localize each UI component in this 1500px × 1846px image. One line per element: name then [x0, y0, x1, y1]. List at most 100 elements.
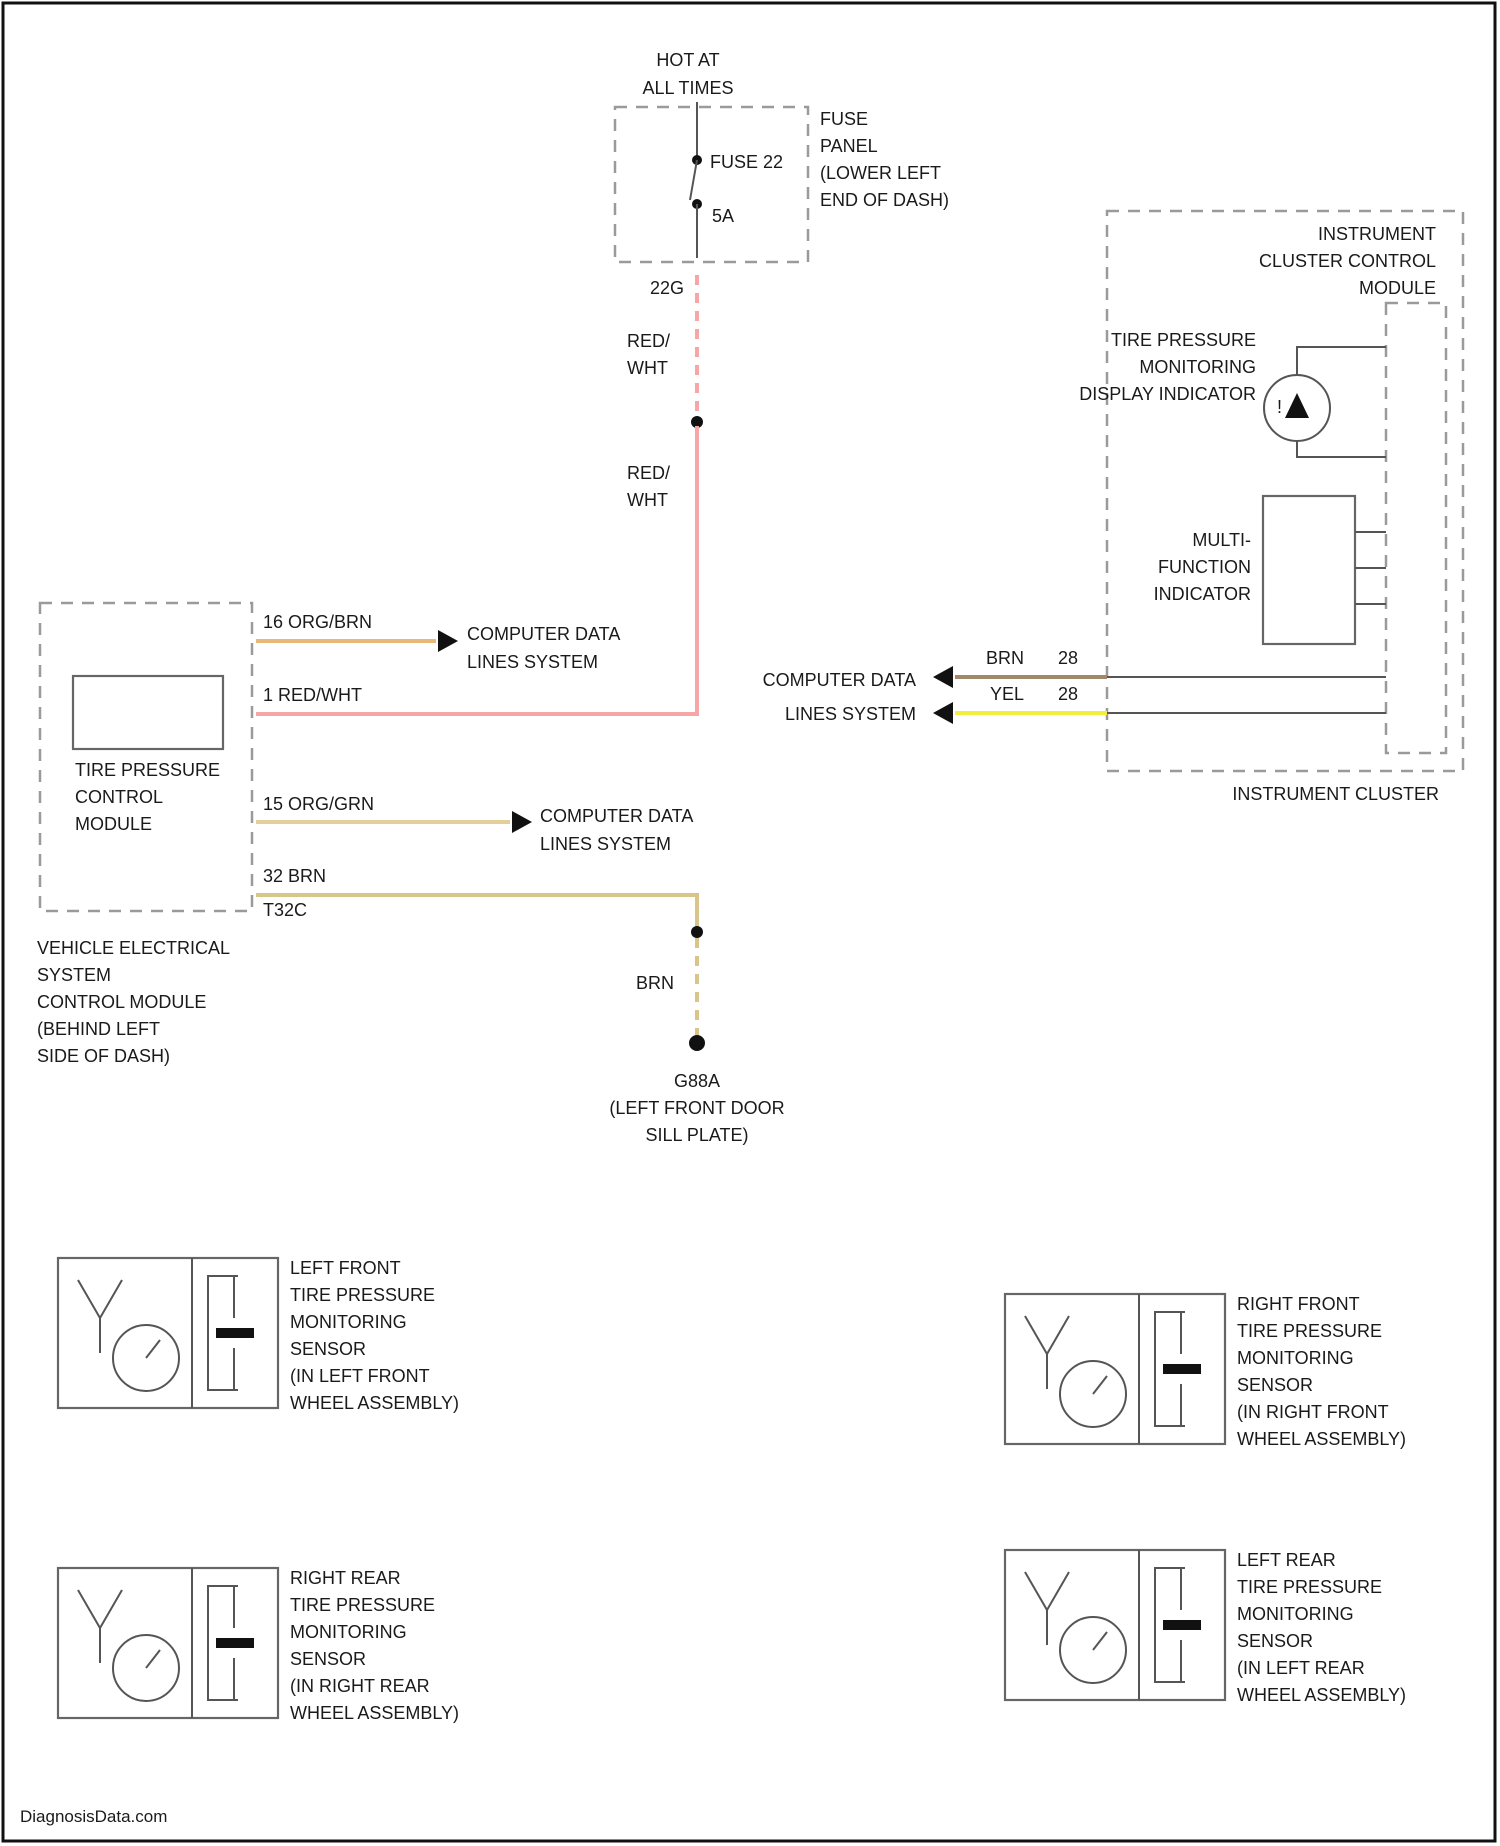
cdl-16-label-line2: LINES SYSTEM [467, 652, 598, 672]
cluster-brn-pin: 28 [1058, 648, 1078, 668]
red-wht-lower-label-line2: WHT [627, 490, 668, 510]
mfi-label-line1: MULTI- [1192, 530, 1251, 550]
fuse-panel-outline [615, 107, 808, 262]
sensor-label-line5: (IN LEFT REAR [1237, 1658, 1365, 1678]
pin-32-connector-label: T32C [263, 900, 307, 920]
sensor-label-line6: WHEEL ASSEMBLY) [290, 1393, 459, 1413]
sensor-label-line6: WHEEL ASSEMBLY) [1237, 1429, 1406, 1449]
sensor-label-line3: MONITORING [290, 1312, 407, 1332]
pin-32-label: 32 BRN [263, 866, 326, 886]
mfi-box [1263, 496, 1355, 644]
mfi-label-line3: INDICATOR [1154, 584, 1251, 604]
fuse-panel: HOT AT ALL TIMES FUSE 22 5A FUSE PANEL (… [615, 50, 949, 298]
watermark-text: DiagnosisData.com [20, 1807, 167, 1826]
tpcm-pin-32-ground-circuit: 32 BRN T32C BRN G88A (LEFT FRONT DOOR SI… [256, 866, 785, 1145]
ground-label-line3: SILL PLATE) [645, 1125, 748, 1145]
fuse-label: FUSE 22 [710, 152, 783, 172]
sensor-label-line2: TIRE PRESSURE [1237, 1321, 1382, 1341]
cluster-yel-arrow [933, 702, 953, 724]
brn-ground-wire-label: BRN [636, 973, 674, 993]
vesc-label-line4: (BEHIND LEFT [37, 1019, 160, 1039]
mfi-label-line2: FUNCTION [1158, 557, 1251, 577]
cluster-cdl-label-line2: LINES SYSTEM [785, 704, 916, 724]
red-wht-upper-label-line2: WHT [627, 358, 668, 378]
fuse-panel-label-line1: FUSE [820, 109, 868, 129]
pin-1-label: 1 RED/WHT [263, 685, 362, 705]
cluster-control-module-outline [1386, 303, 1446, 753]
cluster-data-wires: BRN 28 YEL 28 COMPUTER DATA LINES SYSTEM [763, 648, 1107, 724]
vesc-module: TIRE PRESSURE CONTROL MODULE VEHICLE ELE… [37, 603, 252, 1066]
cdl-15-label-line1: COMPUTER DATA [540, 806, 693, 826]
vesc-label-line3: CONTROL MODULE [37, 992, 206, 1012]
tpcm-label-line2: CONTROL [75, 787, 163, 807]
sensor-label-line1: RIGHT FRONT [1237, 1294, 1360, 1314]
tpcm-box [73, 676, 223, 749]
pin-15-label: 15 ORG/GRN [263, 794, 374, 814]
sensor-label-line3: MONITORING [1237, 1604, 1354, 1624]
sensor-label-line3: MONITORING [290, 1622, 407, 1642]
cluster-module-label-line2: CLUSTER CONTROL [1259, 251, 1436, 271]
hot-at-label-line2: ALL TIMES [642, 78, 733, 98]
cluster-name-label: INSTRUMENT CLUSTER [1232, 784, 1439, 804]
vesc-label-line1: VEHICLE ELECTRICAL [37, 938, 230, 958]
sensor-label-line1: LEFT REAR [1237, 1550, 1336, 1570]
tpms-sensor-right-front: RIGHT FRONT TIRE PRESSURE MONITORING SEN… [1005, 1294, 1406, 1449]
hot-at-label-line1: HOT AT [656, 50, 719, 70]
sensor-label-line4: SENSOR [1237, 1631, 1313, 1651]
instrument-cluster: INSTRUMENT CLUSTER CONTROL MODULE ! TIRE… [1079, 211, 1463, 804]
tpms-indicator-label-line1: TIRE PRESSURE [1111, 330, 1256, 350]
cluster-module-label-line3: MODULE [1359, 278, 1436, 298]
sensor-label-line5: (IN LEFT FRONT [290, 1366, 430, 1386]
cluster-brn-arrow [933, 666, 953, 688]
tpcm-label-line1: TIRE PRESSURE [75, 760, 220, 780]
tpcm-pin-15-circuit: 15 ORG/GRN COMPUTER DATA LINES SYSTEM [256, 794, 693, 854]
red-wht-lower-label-line1: RED/ [627, 463, 670, 483]
tpms-indicator-i-icon: ! [1277, 397, 1282, 417]
sensor-label-line5: (IN RIGHT FRONT [1237, 1402, 1389, 1422]
org-brn-arrow [438, 630, 458, 652]
cdl-15-label-line2: LINES SYSTEM [540, 834, 671, 854]
fuse-panel-label-line2: PANEL [820, 136, 878, 156]
cluster-cdl-label-line1: COMPUTER DATA [763, 670, 916, 690]
tpms-sensor-left-front: LEFT FRONT TIRE PRESSURE MONITORING SENS… [58, 1258, 459, 1413]
sensor-label-line4: SENSOR [290, 1649, 366, 1669]
ground-label-line2: (LEFT FRONT DOOR [609, 1098, 784, 1118]
sensor-label-line4: SENSOR [290, 1339, 366, 1359]
tpms-sensor-right-rear: RIGHT REAR TIRE PRESSURE MONITORING SENS… [58, 1568, 459, 1723]
fuse-rating: 5A [712, 206, 734, 226]
connector-pin-label: 22G [650, 278, 684, 298]
fuse-panel-label-line3: (LOWER LEFT [820, 163, 941, 183]
brn-splice-dot [691, 926, 703, 938]
cluster-brn-label: BRN [986, 648, 1024, 668]
tpms-indicator-label-line3: DISPLAY INDICATOR [1079, 384, 1256, 404]
cluster-yel-pin: 28 [1058, 684, 1078, 704]
sensor-label-line4: SENSOR [1237, 1375, 1313, 1395]
tpms-indicator-label-line2: MONITORING [1139, 357, 1256, 377]
battery-icon [216, 1328, 254, 1338]
sensor-label-line2: TIRE PRESSURE [290, 1595, 435, 1615]
red-wht-upper-label-line1: RED/ [627, 331, 670, 351]
battery-icon [216, 1638, 254, 1648]
sensor-label-line6: WHEEL ASSEMBLY) [290, 1703, 459, 1723]
cluster-yel-label: YEL [990, 684, 1024, 704]
tpcm-pin-16-circuit: 16 ORG/BRN COMPUTER DATA LINES SYSTEM [256, 612, 620, 672]
fuse-element [690, 160, 697, 200]
sensor-label-line6: WHEEL ASSEMBLY) [1237, 1685, 1406, 1705]
vesc-label-line5: SIDE OF DASH) [37, 1046, 170, 1066]
sensor-label-line3: MONITORING [1237, 1348, 1354, 1368]
sensor-label-line1: RIGHT REAR [290, 1568, 401, 1588]
sensor-label-line5: (IN RIGHT REAR [290, 1676, 430, 1696]
tpcm-label-line3: MODULE [75, 814, 152, 834]
ground-point [689, 1035, 705, 1051]
tpms-sensor-left-rear: LEFT REAR TIRE PRESSURE MONITORING SENSO… [1005, 1550, 1406, 1705]
sensor-label-line2: TIRE PRESSURE [290, 1285, 435, 1305]
org-grn-arrow [512, 811, 532, 833]
battery-icon [1163, 1620, 1201, 1630]
cluster-module-label-line1: INSTRUMENT [1318, 224, 1436, 244]
red-wht-wire: RED/ WHT RED/ WHT [256, 275, 703, 714]
vesc-module-outline [40, 603, 252, 911]
cdl-16-label-line1: COMPUTER DATA [467, 624, 620, 644]
vesc-label-line2: SYSTEM [37, 965, 111, 985]
brn-wire [256, 895, 697, 928]
